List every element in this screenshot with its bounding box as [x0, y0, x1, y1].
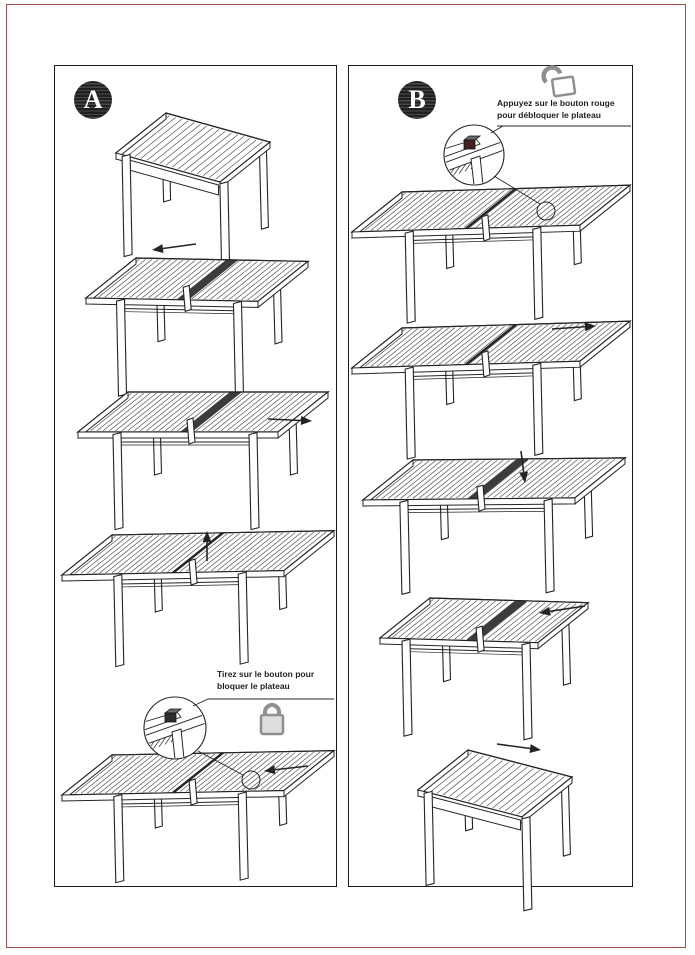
step-badge-b-label: B [408, 85, 426, 114]
leader-line [490, 125, 504, 134]
direction-arrow-right [551, 322, 596, 332]
step-badge-a: A [74, 81, 112, 119]
step-badge-b: B [398, 81, 436, 119]
table-illustration-b-step5 [416, 748, 574, 912]
button-target-marker [536, 201, 556, 221]
detail-magnifier-b [443, 124, 631, 221]
leader-line [493, 175, 541, 205]
page-border [6, 4, 686, 948]
instruction-text-lock: Tirez sur le bouton pour bloquer le plat… [217, 669, 314, 692]
direction-arrow-left [264, 765, 309, 775]
direction-arrow-left [152, 243, 197, 253]
instruction-line: Tirez sur le bouton pour [217, 669, 315, 679]
table-illustration-a-step2 [84, 256, 310, 400]
direction-arrow-left [539, 605, 586, 616]
leader-line [192, 698, 209, 707]
instruction-line: bloquer le plateau [217, 680, 290, 691]
instruction-line: Appuyez sur le bouton rouge [497, 98, 615, 108]
detail-mechanism [145, 708, 205, 758]
lock-closed-icon [259, 703, 285, 736]
table-illustration-b-step1 [350, 184, 632, 324]
leader-line [197, 750, 244, 776]
button-target-marker [241, 770, 261, 790]
direction-arrow-up [202, 531, 212, 561]
table-illustration-b-step4 [378, 596, 590, 741]
instruction-line: pour débloquer le plateau [497, 109, 601, 120]
panel-a [54, 65, 337, 887]
step-badge-a-label: A [83, 85, 103, 114]
detail-magnifier-a [143, 696, 334, 790]
table-illustration-a-step4 [60, 529, 336, 668]
direction-arrow-right [496, 743, 541, 753]
table-illustration-b-step3 [361, 456, 627, 596]
detail-mechanism [445, 135, 503, 184]
instruction-text-unlock: Appuyez sur le bouton rouge pour débloqu… [497, 98, 615, 121]
panel-b [348, 65, 633, 887]
table-illustration-a-step1 [114, 111, 272, 285]
direction-arrow-down [519, 450, 529, 483]
table-illustration-a-step5 [60, 749, 336, 884]
direction-arrow-right [267, 416, 312, 425]
lock-open-icon [541, 65, 577, 98]
table-illustration-a-step3 [76, 390, 330, 531]
table-illustration-b-step2 [350, 320, 632, 460]
